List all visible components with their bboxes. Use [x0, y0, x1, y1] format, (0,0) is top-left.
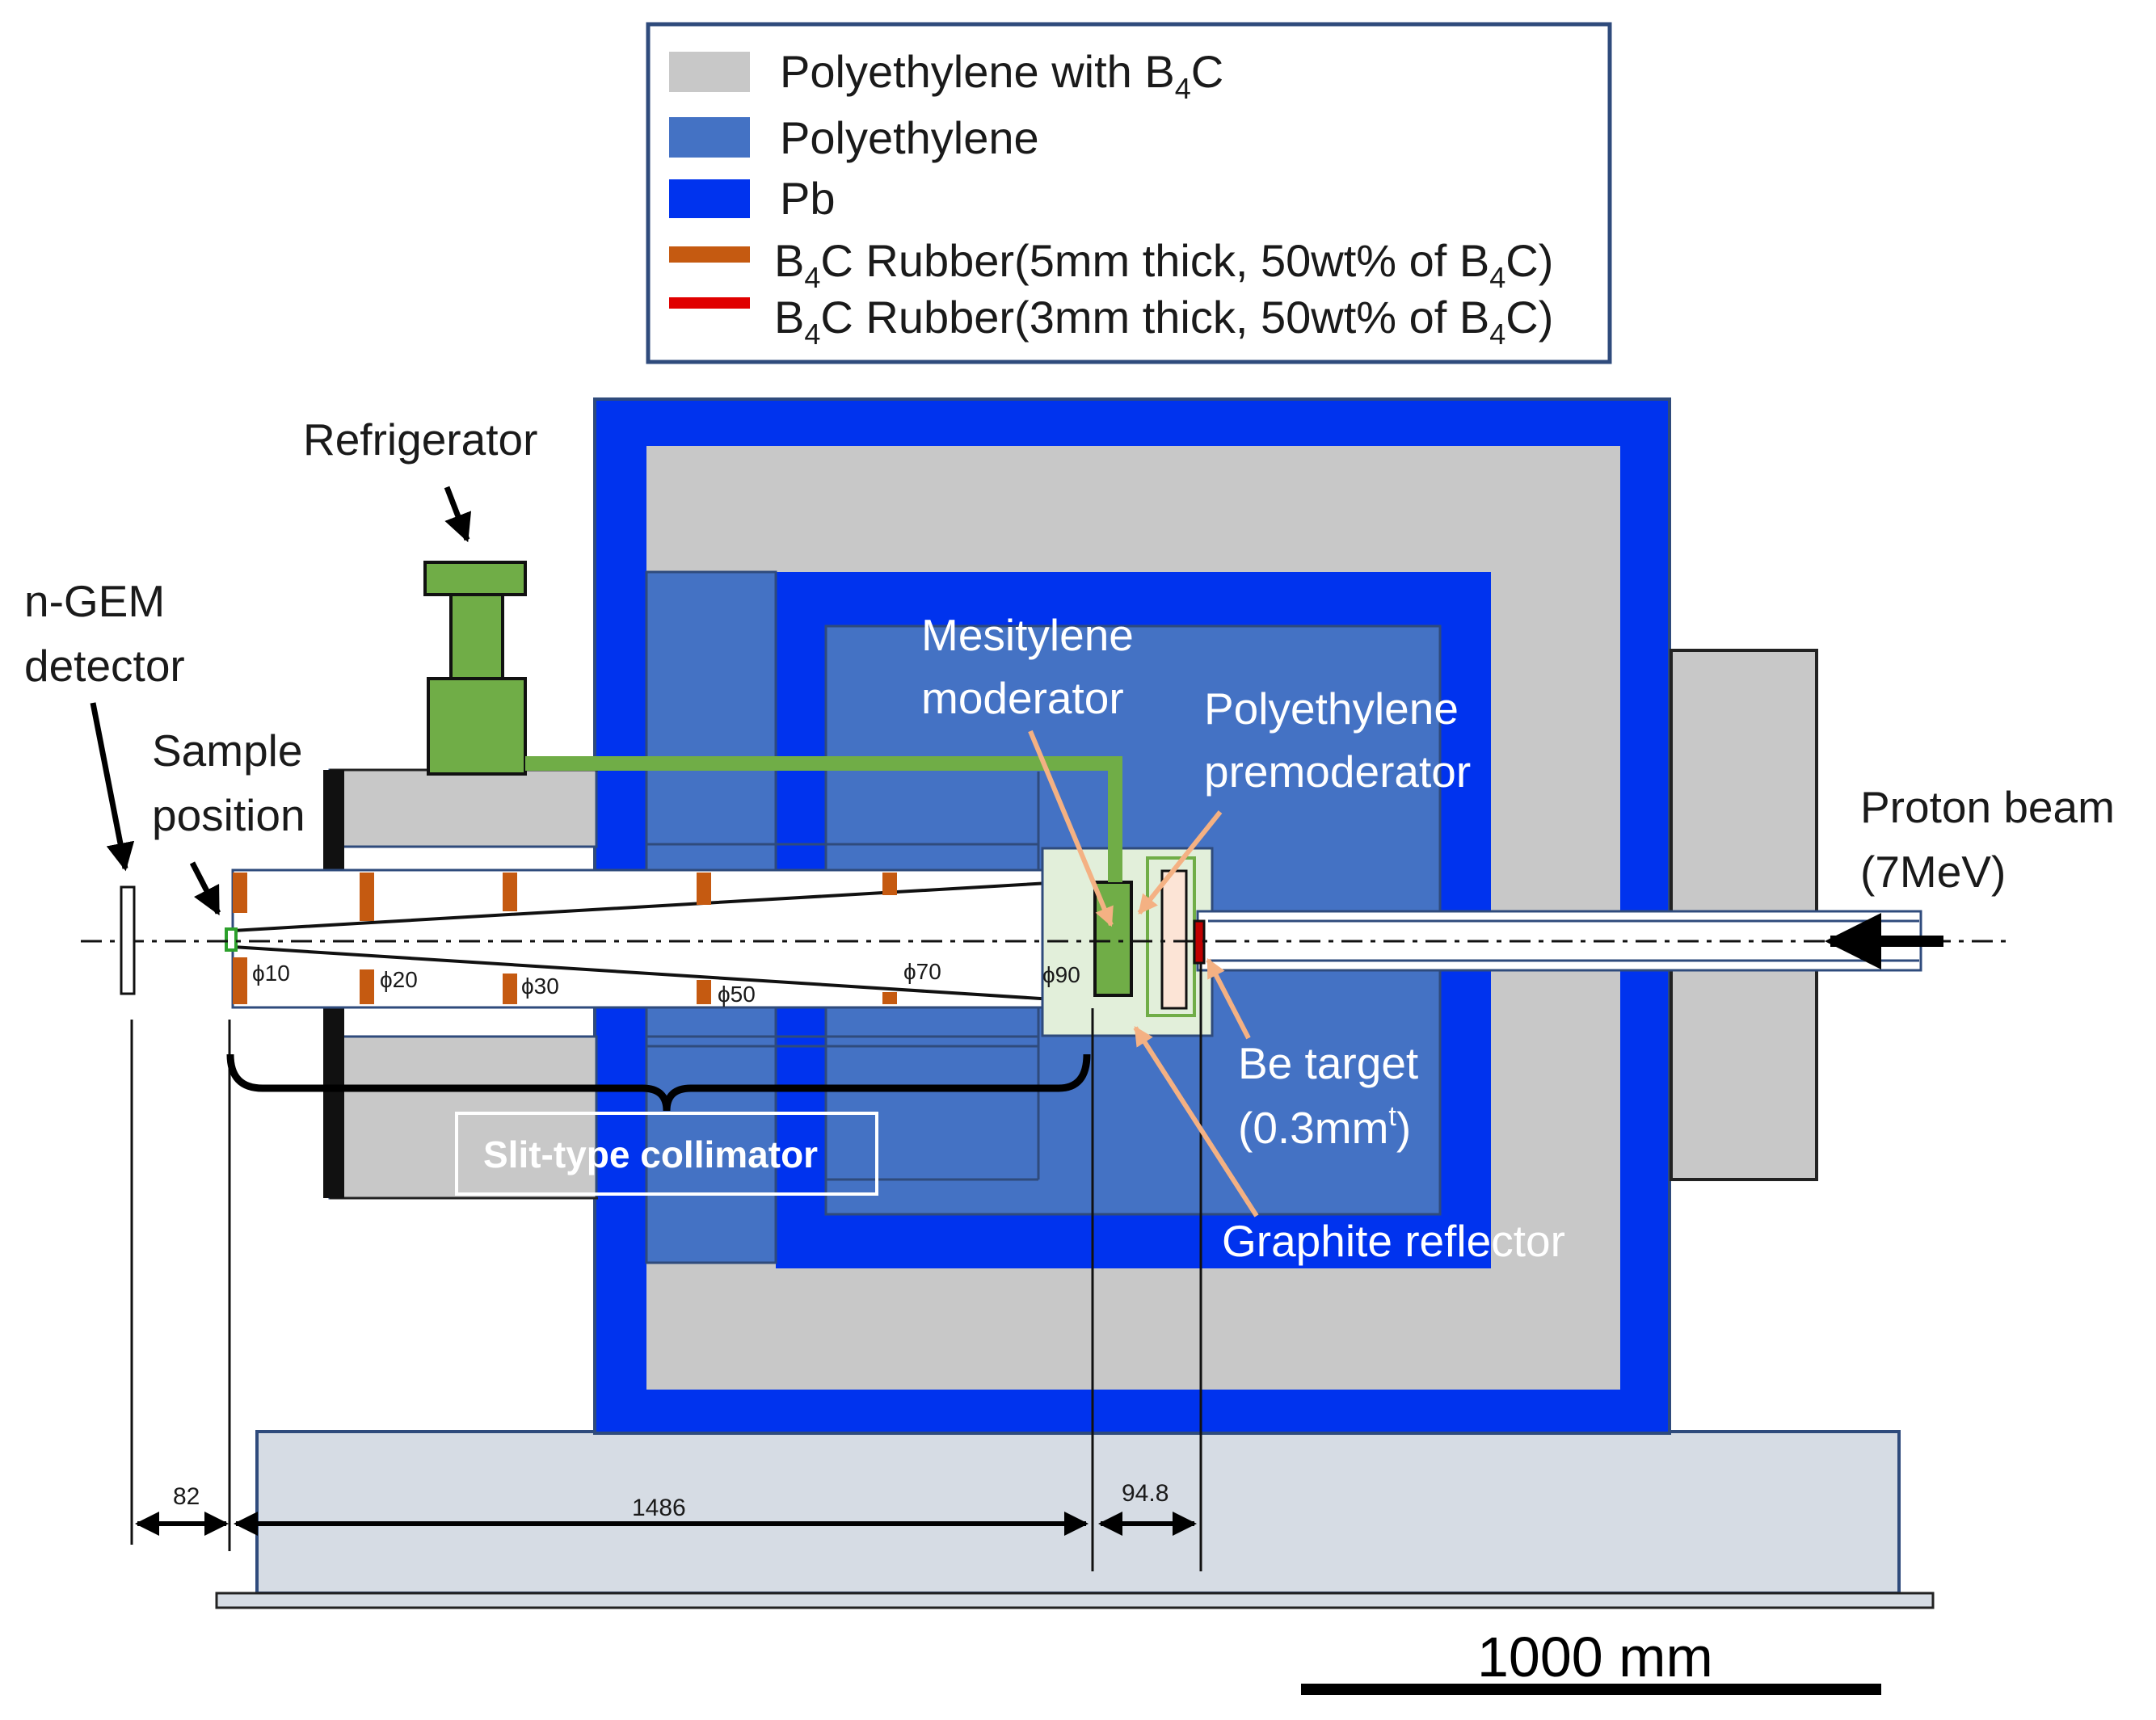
- dim-94-8: 94.8: [1122, 1480, 1169, 1507]
- refrigerator-body: [427, 677, 527, 776]
- legend-swatch-pb: [669, 179, 750, 218]
- diameter-10: ϕ10: [252, 961, 290, 986]
- refrigerator-arrow: [444, 486, 472, 543]
- slit-collimator-box: [455, 1112, 878, 1196]
- legend-label-pb: Pb: [780, 173, 836, 224]
- legend-swatch-poly-b4c: [669, 52, 750, 92]
- refrigerator-label: Refrigerator: [303, 414, 537, 465]
- be-target-label-line2: (0.3mmt): [1238, 1101, 1411, 1153]
- slit-collimator-brace: [226, 1053, 1091, 1112]
- sample-arrow: [189, 861, 221, 916]
- cryo-line: [525, 756, 1122, 882]
- legend-label-rubber-3mm: B4C Rubber(3mm thick, 50wt% of B4C): [774, 292, 1553, 351]
- slit-collimator-label: Slit-type collimator: [483, 1133, 818, 1175]
- legend-swatch-rubber-3mm: [669, 297, 750, 309]
- premoderator-label-line1: Polyethylene: [1204, 683, 1459, 734]
- proton-label-line2: (7MeV): [1860, 847, 2006, 897]
- sample-label-line2: position: [152, 790, 305, 840]
- sample-marker: [225, 927, 238, 952]
- premoderator-label-line2: premoderator: [1204, 746, 1471, 797]
- ngem-detector: [120, 885, 136, 995]
- legend-frame: [646, 22, 1612, 364]
- support-plate: [215, 1592, 1935, 1609]
- legend-swatch-rubber-5mm: [669, 246, 750, 263]
- scale-bar-label: 1000 mm: [1477, 1625, 1713, 1688]
- refrigerator-stem: [449, 593, 504, 682]
- mesitylene-label-line2: moderator: [921, 673, 1124, 723]
- diameter-30: ϕ30: [521, 974, 559, 999]
- ngem-label-line1: n-GEM: [24, 576, 165, 626]
- legend-label-poly-b4c: Polyethylene with B4C: [780, 46, 1223, 105]
- legend-label-polyethylene: Polyethylene: [780, 112, 1039, 163]
- proton-label-line1: Proton beam: [1860, 782, 2115, 832]
- graphite-label: Graphite reflector: [1222, 1216, 1565, 1266]
- diameter-70: ϕ70: [903, 959, 941, 984]
- diameter-90: ϕ90: [1042, 962, 1080, 987]
- be-target-arrow: [1206, 957, 1251, 1040]
- dim-82: 82: [173, 1483, 200, 1510]
- diameter-20: ϕ20: [380, 967, 418, 992]
- mesitylene-arrow: [1028, 730, 1114, 927]
- sample-label-line1: Sample: [152, 725, 302, 776]
- be-target-label-line1: Be target: [1238, 1038, 1418, 1088]
- support-base: [255, 1430, 1901, 1595]
- refrigerator-top-cap: [423, 561, 527, 596]
- ngem-label-line2: detector: [24, 641, 185, 691]
- premoderator-inner: [1160, 869, 1188, 1010]
- scale-bar: [1301, 1684, 1881, 1695]
- ngem-arrow: [90, 702, 135, 872]
- mesitylene-label-line1: Mesitylene: [921, 610, 1134, 660]
- dim-1486: 1486: [632, 1495, 686, 1521]
- upper-collimator-housing: [328, 768, 598, 848]
- legend-label-rubber-5mm: B4C Rubber(5mm thick, 50wt% of B4C): [774, 235, 1553, 294]
- legend-swatch-polyethylene: [669, 117, 750, 158]
- b4c-rubber-rings: [233, 873, 897, 1004]
- legend: Polyethylene with B4C Polyethylene Pb B4…: [646, 22, 1612, 364]
- reference-lines: [130, 963, 1202, 1571]
- graphite-arrow: [1133, 1025, 1259, 1217]
- diameter-50: ϕ50: [718, 982, 756, 1007]
- premoderator-arrow: [1137, 810, 1223, 915]
